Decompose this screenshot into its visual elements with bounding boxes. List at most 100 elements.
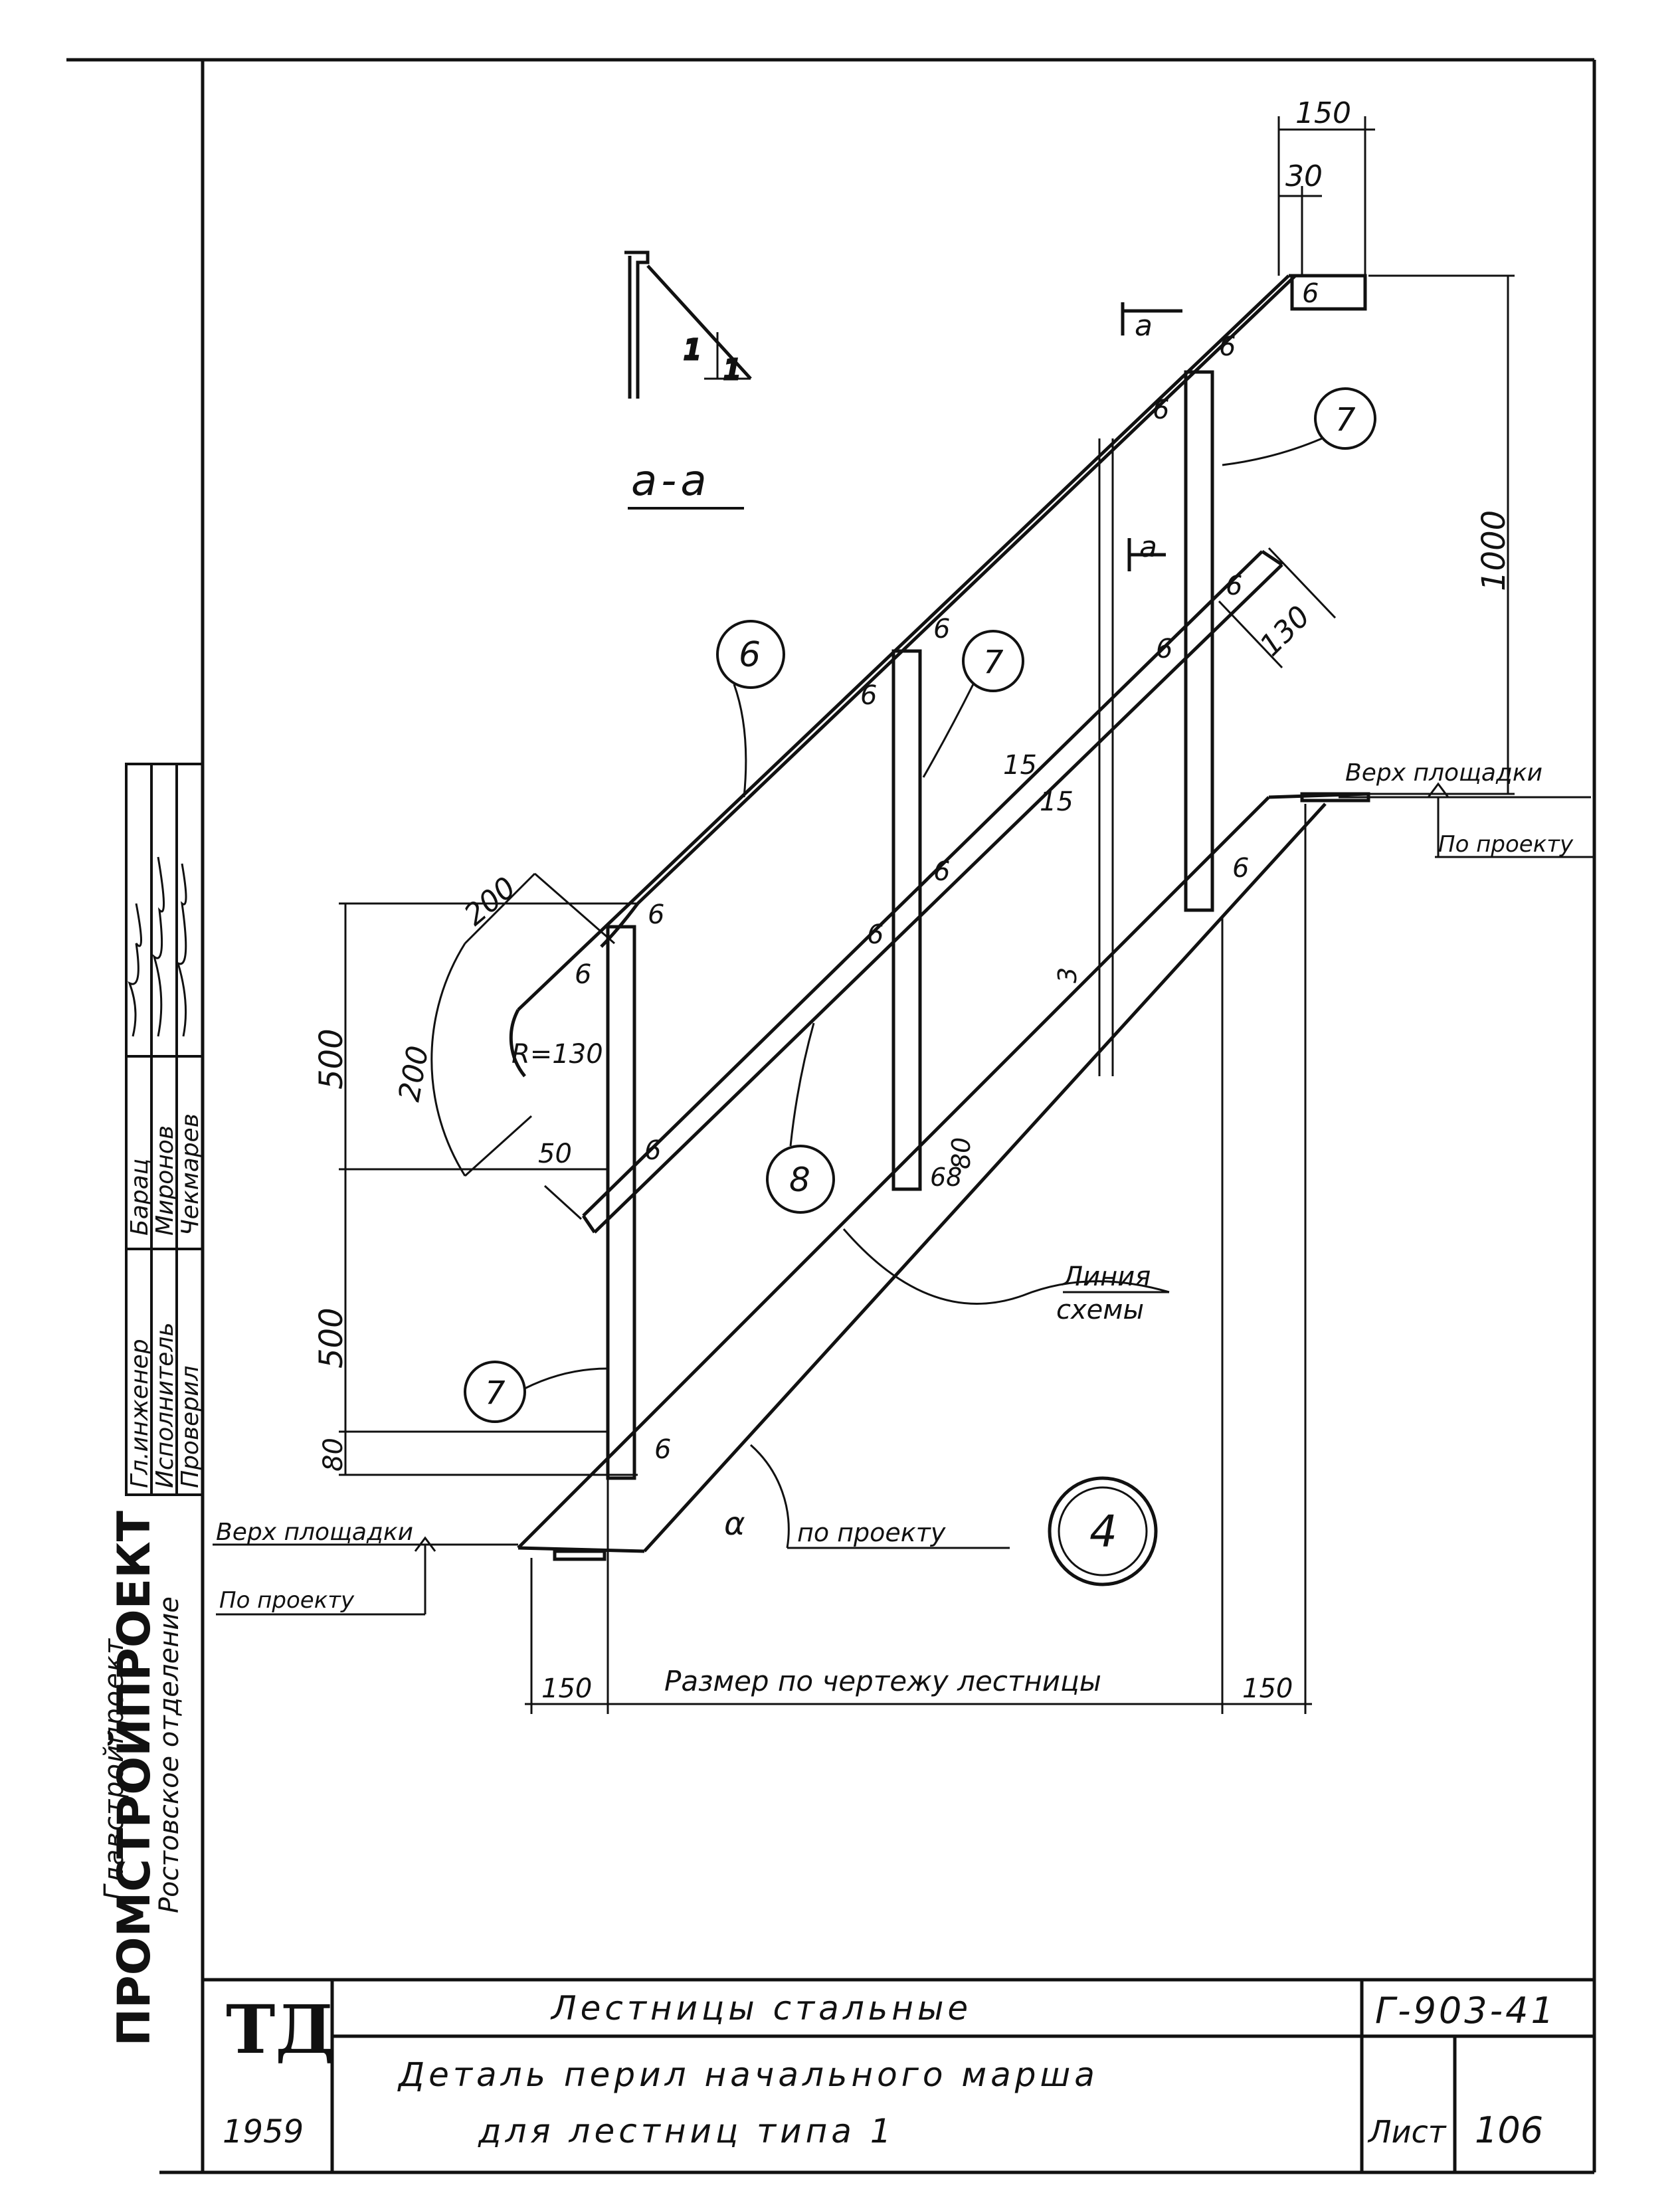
post-middle <box>891 649 922 1191</box>
dim-3: 3 <box>1053 967 1082 983</box>
dim-bottom-150-left: 150 <box>541 1673 592 1704</box>
bottom-landing-label: Верх площадки <box>216 1519 413 1546</box>
weld-6: 6 <box>1153 395 1169 425</box>
section-title: a-a <box>631 456 711 506</box>
dim-500-lower: 500 <box>313 1307 350 1369</box>
weld-6: 6 <box>648 900 664 930</box>
weld-6: 6 <box>860 680 877 711</box>
sheet-number: 106 <box>1475 2109 1543 2151</box>
stamp-name-mironov: Миронов <box>151 1125 179 1236</box>
sheet-label: Лист <box>1367 2114 1447 2150</box>
schema-leader <box>842 1228 1170 1305</box>
title-main: Лестницы стальные <box>550 1989 972 2028</box>
dim-15-a: 15 <box>1003 750 1037 781</box>
callout-sheet-detail: 4 <box>1048 1476 1158 1586</box>
weld-6: 6 <box>933 614 950 644</box>
dim-50-text: 50 <box>538 1139 572 1169</box>
dim-vertical-left <box>339 902 638 1476</box>
weld-6: 6 <box>1219 332 1236 362</box>
org-branch: Ростовское отделение <box>154 1596 185 1913</box>
slope-1-a: 1 <box>684 335 701 365</box>
dim-top-30: 30 <box>1285 159 1323 193</box>
stamp-name-barats: Барац <box>126 1159 153 1236</box>
dim-68: 68 <box>930 1163 962 1192</box>
section-mark-top: a <box>1135 309 1153 343</box>
title-year: 1959 <box>223 2113 304 2150</box>
schema-label-1: Линия <box>1062 1262 1151 1292</box>
section-cut-top <box>1121 302 1182 335</box>
sheet-frame <box>66 58 1596 2174</box>
dim-bottom <box>525 804 1312 1714</box>
callout-handrail-text: 6 <box>739 635 761 675</box>
angle-marker <box>750 1444 1010 1549</box>
callout-post-right-text: 7 <box>1335 401 1356 438</box>
stamp-role-executor: Исполнитель <box>151 1322 179 1488</box>
stamp-name-chekmarev: Чекмарев <box>177 1113 204 1236</box>
callout-post-right: 7 <box>1222 387 1376 466</box>
dim-130-text: 130 <box>1254 599 1317 662</box>
dim-top-150: 150 <box>1295 96 1351 130</box>
side-stamp-row-2: Исполнитель Миронов <box>151 1125 179 1488</box>
title-logo: ТД <box>226 1990 334 2069</box>
side-stamp <box>125 763 204 1496</box>
callout-sheet-detail-text: 4 <box>1089 1506 1117 1557</box>
callout-bottom-rail-text: 8 <box>789 1161 810 1199</box>
callout-bottom-rail: 8 <box>766 1022 835 1214</box>
top-landing-marker <box>1339 782 1594 858</box>
dim-bottom-150-right: 150 <box>1242 1673 1293 1704</box>
top-landing-label: Верх площадки <box>1345 759 1542 787</box>
dim-1000 <box>1368 274 1515 795</box>
weld-6: 6 <box>1226 571 1242 601</box>
dim-radius: R=130 <box>512 1039 603 1070</box>
section-aa-sketch: 1 1 <box>624 250 752 399</box>
dim-arc <box>430 872 615 1177</box>
dim-500-upper: 500 <box>313 1028 350 1090</box>
org-small: Главстройпроект <box>99 1638 130 1900</box>
slope-1-b: 1 <box>724 355 741 385</box>
callout-post-left-text: 7 <box>485 1375 506 1412</box>
callout-handrail: 6 <box>716 620 785 798</box>
dim-200-upper: 200 <box>458 870 522 932</box>
dim-130 <box>1218 547 1337 669</box>
weld-6: 6 <box>933 856 950 887</box>
title-sub-2: для лестниц типа 1 <box>478 2112 895 2150</box>
post-right <box>1184 370 1214 912</box>
angle-symbol: α <box>724 1505 745 1543</box>
break-line <box>1098 438 1114 1076</box>
dim-50 <box>543 1185 583 1220</box>
title-sub-1: Деталь перил начального марша <box>397 2055 1099 2094</box>
dim-80-left: 80 <box>318 1438 349 1472</box>
weld-6: 6 <box>644 1135 661 1166</box>
stamp-role-chief-engineer: Гл.инженер <box>126 1339 153 1488</box>
side-stamp-row-1: Гл.инженер Барац <box>126 1159 153 1488</box>
title-code: Г-903-41 <box>1375 1990 1556 2032</box>
section-mark-bottom: a <box>1139 530 1157 564</box>
dim-top <box>1277 116 1375 276</box>
org-main: ПРОМСТРОЙПРОЕКТ <box>108 1510 161 2046</box>
weld-6: 6 <box>654 1434 671 1465</box>
dim-1000-text: 1000 <box>1475 510 1513 591</box>
angle-label: по проекту <box>797 1518 946 1547</box>
callout-post-left: 7 <box>464 1361 608 1423</box>
weld-6: 6 <box>1232 853 1249 884</box>
callout-post-middle: 7 <box>922 630 1024 778</box>
dim-80-mid: 80 <box>947 1137 976 1169</box>
post-left <box>606 925 636 1480</box>
bottom-rail <box>581 549 1283 1234</box>
callout-post-middle-text: 7 <box>983 644 1004 681</box>
bottom-landing-marker <box>213 1536 518 1616</box>
schema-label-2: схемы <box>1056 1295 1144 1325</box>
side-stamp-row-3: Проверил Чекмарев <box>177 1113 204 1488</box>
weld-6: 6 <box>867 919 884 950</box>
dim-200-arc: 200 <box>393 1043 436 1104</box>
dim-bottom-label: Размер по чертежу лестницы <box>664 1665 1101 1697</box>
section-cut-bottom <box>1127 538 1166 571</box>
signatures <box>128 856 187 1037</box>
title-block-grid <box>203 1978 1594 2172</box>
weld-marks: 6 6 6 6 6 6 6 6 6 6 6 6 6 6 <box>575 278 1319 1465</box>
dim-15-b: 15 <box>1040 787 1073 817</box>
top-by-project-label: По проекту <box>1438 831 1574 858</box>
weld-6: 6 <box>1302 278 1319 309</box>
bottom-by-project-label: По проекту <box>219 1587 355 1614</box>
